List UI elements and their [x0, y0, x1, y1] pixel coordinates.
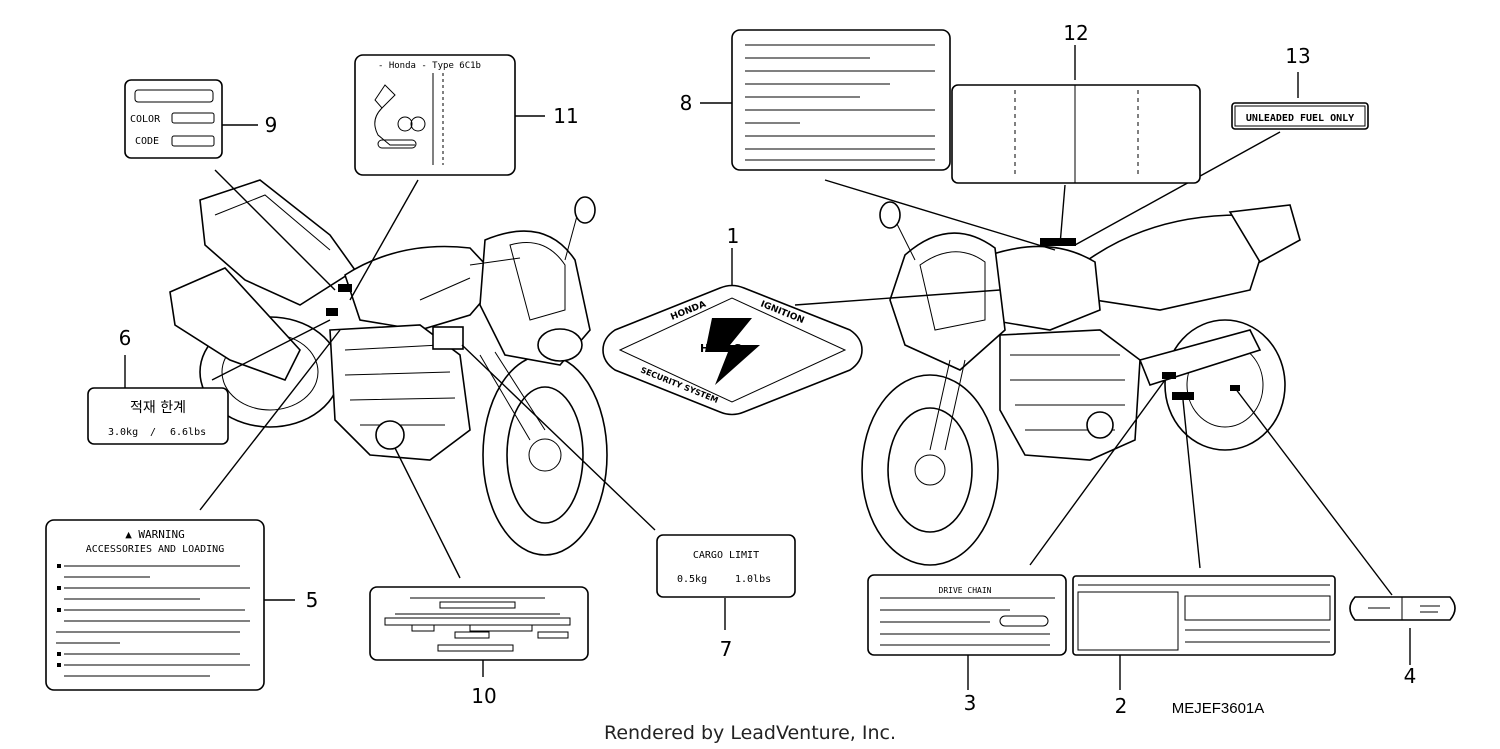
label-5-warning-accessories: ▲ WARNING ACCESSORIES AND LOADING	[45, 519, 265, 691]
label-9-color-code: COLOR CODE	[124, 79, 223, 159]
callout-1: 1	[727, 224, 740, 248]
callout-4: 4	[1404, 664, 1417, 688]
label-2-info-plate	[1072, 575, 1336, 656]
code-label: CODE	[135, 136, 159, 147]
label-11-tire-info: - Honda - Type 6C1b	[354, 54, 516, 176]
callout-2: 2	[1115, 694, 1128, 718]
leader-lines	[124, 45, 1411, 690]
callout-numbers: 1 2 3 4 5 6 7 8 9 10 11 12 13	[119, 21, 1417, 718]
cargo-kg: 0.5kg	[677, 574, 707, 585]
unleaded-text: UNLEADED FUEL ONLY	[1246, 113, 1354, 124]
label-13-unleaded-fuel: UNLEADED FUEL ONLY	[1231, 102, 1369, 130]
callout-9: 9	[265, 113, 278, 137]
lightning-icon	[705, 318, 760, 385]
korean-separator: /	[150, 427, 156, 438]
label-10-plate	[369, 586, 589, 661]
label-4-small-tag	[1349, 596, 1456, 621]
callout-6: 6	[119, 326, 132, 350]
label-1-hiss-emblem: HONDA IGNITION H·I·S·S SECURITY SYSTEM	[602, 284, 863, 416]
callout-13: 13	[1285, 44, 1310, 68]
label-3-drive-chain: DRIVE CHAIN	[867, 574, 1067, 656]
callout-10: 10	[471, 684, 496, 708]
label-6-korean-cargo-limit: 적재 한계 3.0kg / 6.6lbs	[87, 387, 229, 445]
cargo-title: CARGO LIMIT	[693, 550, 759, 561]
label-7-cargo-limit: CARGO LIMIT 0.5kg 1.0lbs	[656, 534, 796, 598]
emblem-his-text: H·I·S·S	[700, 342, 742, 355]
color-label: COLOR	[130, 114, 161, 125]
drive-chain-title: DRIVE CHAIN	[939, 586, 992, 595]
callout-7: 7	[720, 637, 733, 661]
callout-8: 8	[680, 91, 693, 115]
callout-5: 5	[306, 588, 319, 612]
callout-12: 12	[1063, 21, 1088, 45]
left-motorcycle-illustration	[169, 179, 608, 556]
korean-title: 적재 한계	[130, 400, 186, 416]
label-12-grid-plate	[951, 84, 1201, 184]
warning-title: ▲ WARNING	[125, 528, 185, 541]
diagram-code: MEJEF3601A	[1172, 700, 1265, 717]
callout-11: 11	[553, 104, 578, 128]
cargo-lbs: 1.0lbs	[735, 574, 771, 585]
korean-kg: 3.0kg	[108, 427, 138, 438]
warning-subtitle: ACCESSORIES AND LOADING	[86, 544, 224, 555]
korean-lbs: 6.6lbs	[170, 427, 206, 438]
tire-header-text: - Honda - Type 6C1b	[378, 61, 481, 71]
right-motorcycle-illustration	[861, 201, 1301, 566]
warning-text-lines	[56, 564, 250, 677]
footer-credit: Rendered by LeadVenture, Inc.	[604, 722, 896, 744]
callout-3: 3	[964, 691, 977, 715]
label-8-text-plate	[731, 29, 951, 171]
